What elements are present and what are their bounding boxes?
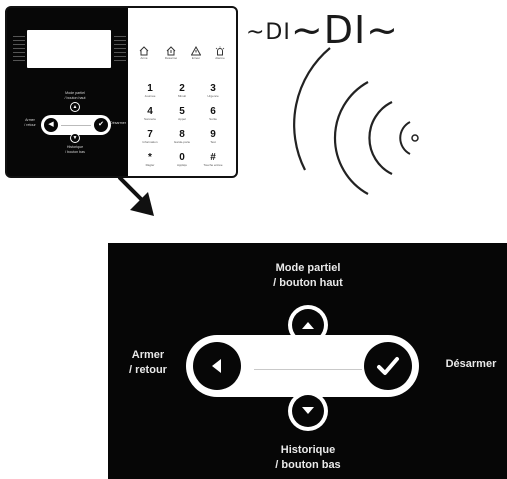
brand-logo: ~DI~DI~ xyxy=(246,8,426,52)
chevron-down-icon: ▼ xyxy=(71,134,79,142)
confirm-button[interactable] xyxy=(364,342,412,390)
speaker-grill-line xyxy=(114,44,126,45)
speaker-grill-line xyxy=(13,56,25,57)
pointer-arrow-icon xyxy=(118,176,154,216)
mode-partial-label: Mode partiel / bouton haut xyxy=(273,262,343,289)
siren-icon xyxy=(215,46,225,56)
keypad-device: Mode partiel / bouton haut ▲ Armer / ret… xyxy=(5,6,238,178)
mini-down-label: Historique / bouton bas xyxy=(65,145,85,154)
chevron-up-icon: ▲ xyxy=(71,103,79,111)
home-alert-icon xyxy=(166,46,176,56)
speaker-grill-line xyxy=(13,44,25,45)
signal-waves-icon xyxy=(293,47,419,195)
speaker-grill-line xyxy=(114,60,126,61)
mini-down-button[interactable]: ▼ xyxy=(70,133,80,143)
speaker-grill-line xyxy=(114,40,126,41)
logo-part-small: ~DI xyxy=(246,20,291,45)
mini-nav-pill: ◀ ✔ xyxy=(41,115,111,135)
speaker-grill-line xyxy=(114,48,126,49)
mini-up-button[interactable]: ▲ xyxy=(70,102,80,112)
back-button[interactable] xyxy=(193,342,241,390)
mini-back-button[interactable]: ◀ xyxy=(44,118,58,132)
function-key-alarm[interactable]: Alarme xyxy=(207,46,233,60)
down-button[interactable] xyxy=(288,391,328,431)
speaker-grill-line xyxy=(13,52,25,53)
speaker-grill-line xyxy=(13,40,25,41)
zoomed-nav-panel: Mode partiel / bouton haut Armer / retou… xyxy=(108,243,507,479)
pill-divider xyxy=(254,369,362,370)
speaker-grill-line xyxy=(114,56,126,57)
keypad-control-side: Mode partiel / bouton haut ▲ Armer / ret… xyxy=(7,8,128,176)
chevron-up-icon xyxy=(302,322,314,329)
key-hash[interactable]: #Touche entrée xyxy=(203,152,223,168)
mini-right-label: Désarmer xyxy=(110,121,126,125)
lcd-screen xyxy=(27,30,111,68)
logo-part-large: ~DI~ xyxy=(290,8,400,52)
function-key-disarmed[interactable]: Désarmé xyxy=(158,46,184,60)
disarm-label: Désarmer xyxy=(445,358,497,370)
speaker-grill-line xyxy=(13,60,25,61)
function-key-armed[interactable]: Armé xyxy=(131,46,157,60)
key-star[interactable]: *Régler xyxy=(145,152,155,168)
history-label: Historique / bouton bas xyxy=(275,444,341,471)
mini-check-button[interactable]: ✔ xyxy=(94,118,108,132)
arm-back-label: Armer / retour xyxy=(129,349,167,376)
speaker-grill-line xyxy=(13,36,25,37)
speaker-grill-line xyxy=(114,52,126,53)
mini-up-label: Mode partiel / bouton haut xyxy=(64,91,86,100)
speaker-grill-line xyxy=(13,48,25,49)
mini-left-label: Armer / retour xyxy=(24,118,36,127)
speaker-grill-line xyxy=(114,36,126,37)
function-key-error[interactable]: Erreur xyxy=(183,46,209,60)
home-icon xyxy=(139,46,149,56)
pill-divider xyxy=(61,125,91,126)
alert-triangle-icon xyxy=(191,46,201,56)
chevron-down-icon xyxy=(302,407,314,414)
nav-pill xyxy=(186,335,419,397)
check-icon xyxy=(377,357,399,375)
chevron-left-icon xyxy=(212,359,221,373)
